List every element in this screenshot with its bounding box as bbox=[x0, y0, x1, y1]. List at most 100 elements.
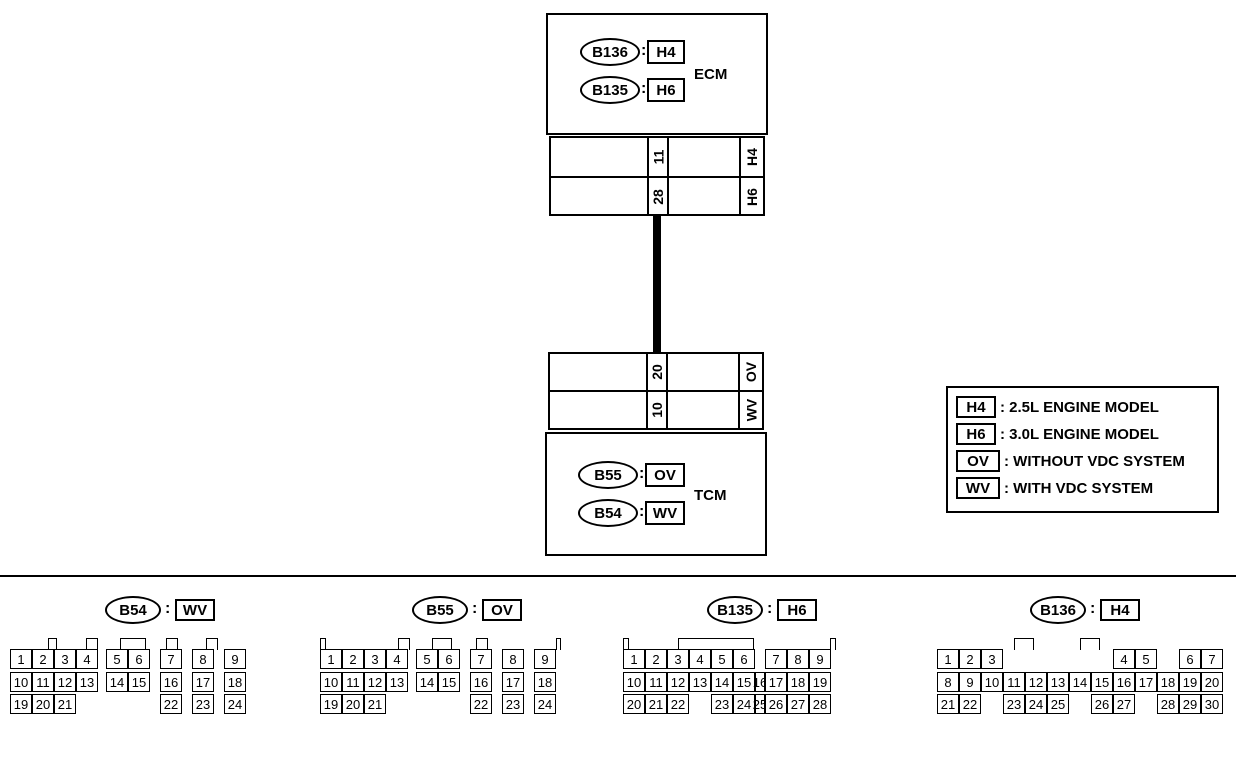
tcm-tag-wv: WV bbox=[743, 398, 759, 422]
connector-b135-key-tab bbox=[678, 638, 754, 650]
connector-b136-pin-27: 27 bbox=[1113, 694, 1135, 714]
connector-b136-pin-26: 26 bbox=[1091, 694, 1113, 714]
connector-b55-pin-22: 22 bbox=[470, 694, 492, 714]
ecm-tag-h4: H4 bbox=[744, 148, 760, 166]
connector-b54-key-tab bbox=[206, 638, 218, 650]
legend-row-h4: H4 : 2.5L ENGINE MODEL bbox=[956, 396, 1159, 418]
connector-b55-pin-7: 7 bbox=[470, 649, 492, 669]
connector-b55-pin-12: 12 bbox=[364, 672, 386, 692]
connector-b54-pin-4: 4 bbox=[76, 649, 98, 669]
connector-b136-pin-1: 1 bbox=[937, 649, 959, 669]
connector-b136-pin-6: 6 bbox=[1179, 649, 1201, 669]
legend-text: : 2.5L ENGINE MODEL bbox=[1000, 398, 1159, 416]
divider bbox=[667, 136, 669, 216]
connector-b136-pin-29: 29 bbox=[1179, 694, 1201, 714]
separator-line bbox=[0, 575, 1236, 577]
tag-h6: H6 bbox=[647, 78, 685, 102]
connector-b135-pin-3: 3 bbox=[667, 649, 689, 669]
connector-b135-pin-18: 18 bbox=[787, 672, 809, 692]
connector-b136-pin-21: 21 bbox=[937, 694, 959, 714]
connector-b54-pin-19: 19 bbox=[10, 694, 32, 714]
connector-b54-pin-11: 11 bbox=[32, 672, 54, 692]
connector-b55-pin-5: 5 bbox=[416, 649, 438, 669]
divider bbox=[548, 390, 764, 392]
connector-b135-pin-5: 5 bbox=[711, 649, 733, 669]
connector-b136-pin-24: 24 bbox=[1025, 694, 1047, 714]
connector-b135-pin-13: 13 bbox=[689, 672, 711, 692]
colon: : bbox=[165, 600, 171, 617]
connector-b135-pin-23: 23 bbox=[711, 694, 733, 714]
connector-b135-pin-4: 4 bbox=[689, 649, 711, 669]
connector-b136-pin-22: 22 bbox=[959, 694, 981, 714]
connector-b54-pin-18: 18 bbox=[224, 672, 246, 692]
connector-b55-pin-9: 9 bbox=[534, 649, 556, 669]
connector-b136-pin-28: 28 bbox=[1157, 694, 1179, 714]
connector-b54-pin-24: 24 bbox=[224, 694, 246, 714]
connector-b55-oval: B55 bbox=[578, 461, 638, 489]
connector-b55-pin-2: 2 bbox=[342, 649, 364, 669]
connector-b135-pin-7: 7 bbox=[765, 649, 787, 669]
connector-b55-pin-23: 23 bbox=[502, 694, 524, 714]
connector-b54-pin-6: 6 bbox=[128, 649, 150, 669]
connector-b135-pin-14: 14 bbox=[711, 672, 733, 692]
ecm-module bbox=[546, 13, 768, 135]
connector-b136-pin-19: 19 bbox=[1179, 672, 1201, 692]
colon: : bbox=[641, 80, 647, 97]
legend-tag: H4 bbox=[956, 396, 996, 418]
legend bbox=[946, 386, 1219, 513]
connector-b55-pin-13: 13 bbox=[386, 672, 408, 692]
connector-b55-pin-24: 24 bbox=[534, 694, 556, 714]
connector-b136-pin-14: 14 bbox=[1069, 672, 1091, 692]
connector-b136-pin-8: 8 bbox=[937, 672, 959, 692]
legend-text: : WITHOUT VDC SYSTEM bbox=[1004, 452, 1185, 470]
connector-b136-oval: B136 bbox=[1030, 596, 1086, 624]
connector-b135-pin-26: 26 bbox=[765, 694, 787, 714]
connector-b54-pin-22: 22 bbox=[160, 694, 182, 714]
connector-b136-pin-23: 23 bbox=[1003, 694, 1025, 714]
legend-row-h6: H6 : 3.0L ENGINE MODEL bbox=[956, 423, 1159, 445]
connector-b54-pin-14: 14 bbox=[106, 672, 128, 692]
connector-b135-pin-6: 6 bbox=[733, 649, 755, 669]
connector-b136-key-tab bbox=[1014, 638, 1034, 650]
connector-b135-pin-15: 15 bbox=[733, 672, 755, 692]
connector-b54-pin-7: 7 bbox=[160, 649, 182, 669]
tcm-label: TCM bbox=[694, 487, 727, 504]
connector-b55-pin-1: 1 bbox=[320, 649, 342, 669]
connector-b135-key-tab bbox=[623, 638, 629, 650]
legend-row-ov: OV : WITHOUT VDC SYSTEM bbox=[956, 450, 1185, 472]
divider bbox=[738, 352, 740, 430]
connector-b135-pin-24: 24 bbox=[733, 694, 755, 714]
connector-b135-pin-2: 2 bbox=[645, 649, 667, 669]
connector-b54-pin-8: 8 bbox=[192, 649, 214, 669]
colon: : bbox=[639, 503, 645, 520]
tag-h4: H4 bbox=[647, 40, 685, 64]
colon: : bbox=[639, 465, 645, 482]
connector-b55-pin-19: 19 bbox=[320, 694, 342, 714]
divider bbox=[549, 176, 765, 178]
connector-b135-oval: B135 bbox=[580, 76, 640, 104]
colon: : bbox=[641, 42, 647, 59]
connector-b55-key-tab bbox=[432, 638, 452, 650]
legend-tag: WV bbox=[956, 477, 1000, 499]
connector-b135-oval: B135 bbox=[707, 596, 763, 624]
connector-b136-pin-15: 15 bbox=[1091, 672, 1113, 692]
connector-b54-pin-2: 2 bbox=[32, 649, 54, 669]
connector-b136-pin-9: 9 bbox=[959, 672, 981, 692]
connector-b55-pin-6: 6 bbox=[438, 649, 460, 669]
connector-b136-pin-10: 10 bbox=[981, 672, 1003, 692]
connector-b54-key-tab bbox=[120, 638, 146, 650]
ecm-pin-28: 28 bbox=[649, 189, 666, 205]
connector-b55-pin-14: 14 bbox=[416, 672, 438, 692]
connector-b54-oval: B54 bbox=[578, 499, 638, 527]
divider bbox=[666, 352, 668, 430]
connector-b136-pin-3: 3 bbox=[981, 649, 1003, 669]
connector-b54-pin-9: 9 bbox=[224, 649, 246, 669]
connector-b135-pin-17: 17 bbox=[765, 672, 787, 692]
connector-b136-pin-30: 30 bbox=[1201, 694, 1223, 714]
connector-b136-pin-16: 16 bbox=[1113, 672, 1135, 692]
connector-b55-pin-16: 16 bbox=[470, 672, 492, 692]
connector-b54-oval: B54 bbox=[105, 596, 161, 624]
connector-b54-key-tab bbox=[86, 638, 98, 650]
connector-b54-pin-13: 13 bbox=[76, 672, 98, 692]
connector-b55-pin-18: 18 bbox=[534, 672, 556, 692]
